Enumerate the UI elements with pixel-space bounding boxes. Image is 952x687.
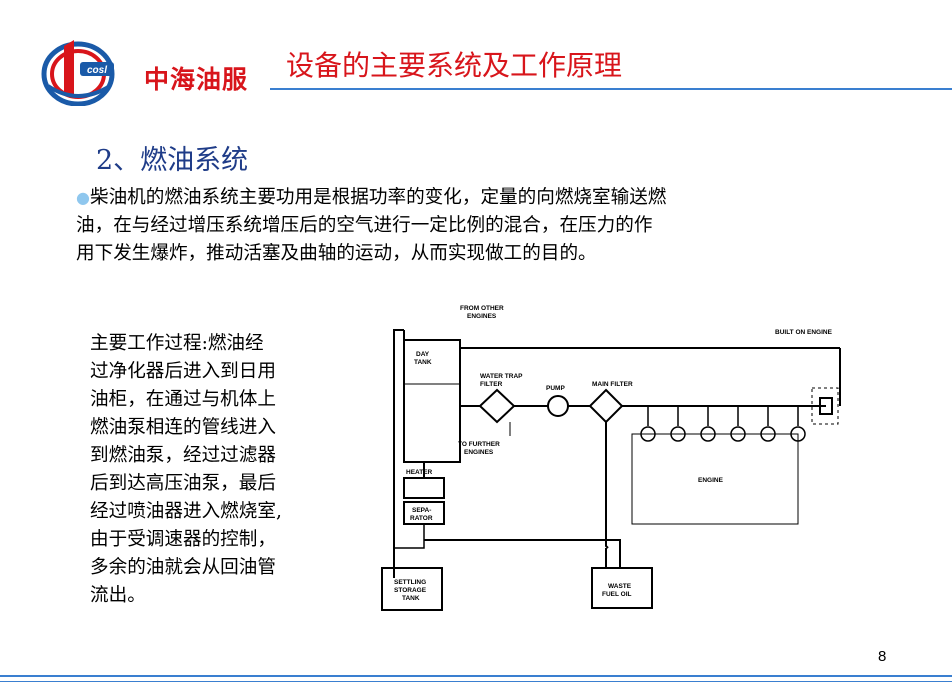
waste-tank [591, 567, 653, 609]
label-pump: PUMP [546, 385, 565, 392]
side-line: 油柜，在通过与机体上 [90, 389, 276, 410]
label-separator-2: RATOR [410, 515, 433, 522]
side-line: 主要工作过程:燃油经 [90, 333, 264, 354]
side-line: 由于受调速器的控制， [90, 529, 276, 550]
label-to-further-2: ENGINES [464, 449, 494, 456]
injectors [640, 406, 806, 442]
label-day-tank-2: TANK [414, 359, 432, 366]
label-engine: ENGINE [698, 477, 724, 484]
label-settling-2: STORAGE [394, 587, 427, 594]
label-heater: HEATER [406, 469, 433, 476]
footer-rule-thin [0, 681, 952, 682]
svg-text:cosl: cosl [87, 65, 107, 76]
label-main-filter: MAIN FILTER [592, 381, 633, 388]
side-line: 过净化器后进入到日用 [90, 361, 276, 382]
process-description: 主要工作过程:燃油经 过净化器后进入到日用 油柜，在通过与机体上 燃油泵相连的管… [90, 330, 370, 610]
side-line: 多余的油就会从回油管 [90, 557, 276, 578]
fuel-system-diagram: FROM OTHER ENGINES BUILT ON ENGINE DAY T… [381, 305, 841, 611]
day-tank [403, 339, 461, 463]
section-heading: 2、燃油系统 [96, 145, 249, 176]
footer-rule [0, 675, 952, 677]
settling-tank [381, 567, 443, 611]
title-divider [270, 88, 952, 90]
label-settling-1: SETTLING [394, 579, 426, 586]
label-day-tank-1: DAY [416, 351, 430, 358]
label-waste-1: WASTE [608, 583, 632, 590]
para-line-2: 油，在与经过增压系统增压后的空气进行一定比例的混合，在压力的作 [76, 215, 653, 236]
side-line: 到燃油泵，经过过滤器 [90, 445, 276, 466]
label-separator-1: SEPA- [412, 507, 431, 514]
water-trap-filter [478, 388, 516, 424]
label-built-on-engine: BUILT ON ENGINE [775, 329, 833, 336]
heater-box [403, 477, 445, 499]
label-to-further-1: TO FURTHER [458, 441, 500, 448]
logo-text: 中海油服 [144, 65, 249, 94]
page-number: 8 [878, 648, 887, 665]
slide-title: 设备的主要系统及工作原理 [286, 49, 623, 82]
side-line: 流出。 [90, 585, 146, 606]
cosl-logo: cosl [41, 40, 115, 106]
pump-symbol [547, 395, 569, 417]
para-line-3: 用下发生爆炸，推动活塞及曲轴的运动，从而实现做工的目的。 [76, 243, 597, 264]
label-water-trap-2: FILTER [480, 381, 503, 388]
bullet-icon: ● [76, 188, 90, 207]
side-line: 经过喷油器进入燃烧室, [90, 501, 282, 522]
side-line: 后到达高压油泵，最后 [90, 473, 276, 494]
side-line: 燃油泵相连的管线进入 [90, 417, 276, 438]
label-from-other-1: FROM OTHER [460, 305, 504, 312]
label-from-other-2: ENGINES [467, 313, 497, 320]
main-filter [588, 388, 624, 424]
label-settling-3: TANK [402, 595, 420, 602]
label-water-trap-1: WATER TRAP [480, 373, 523, 380]
label-waste-2: FUEL OIL [602, 591, 632, 598]
para-line-1: 柴油机的燃油系统主要功用是根据功率的变化，定量的向燃烧室输送燃 [89, 187, 667, 208]
intro-paragraph: ●柴油机的燃油系统主要功用是根据功率的变化，定量的向燃烧室输送燃 油，在与经过增… [76, 184, 836, 268]
